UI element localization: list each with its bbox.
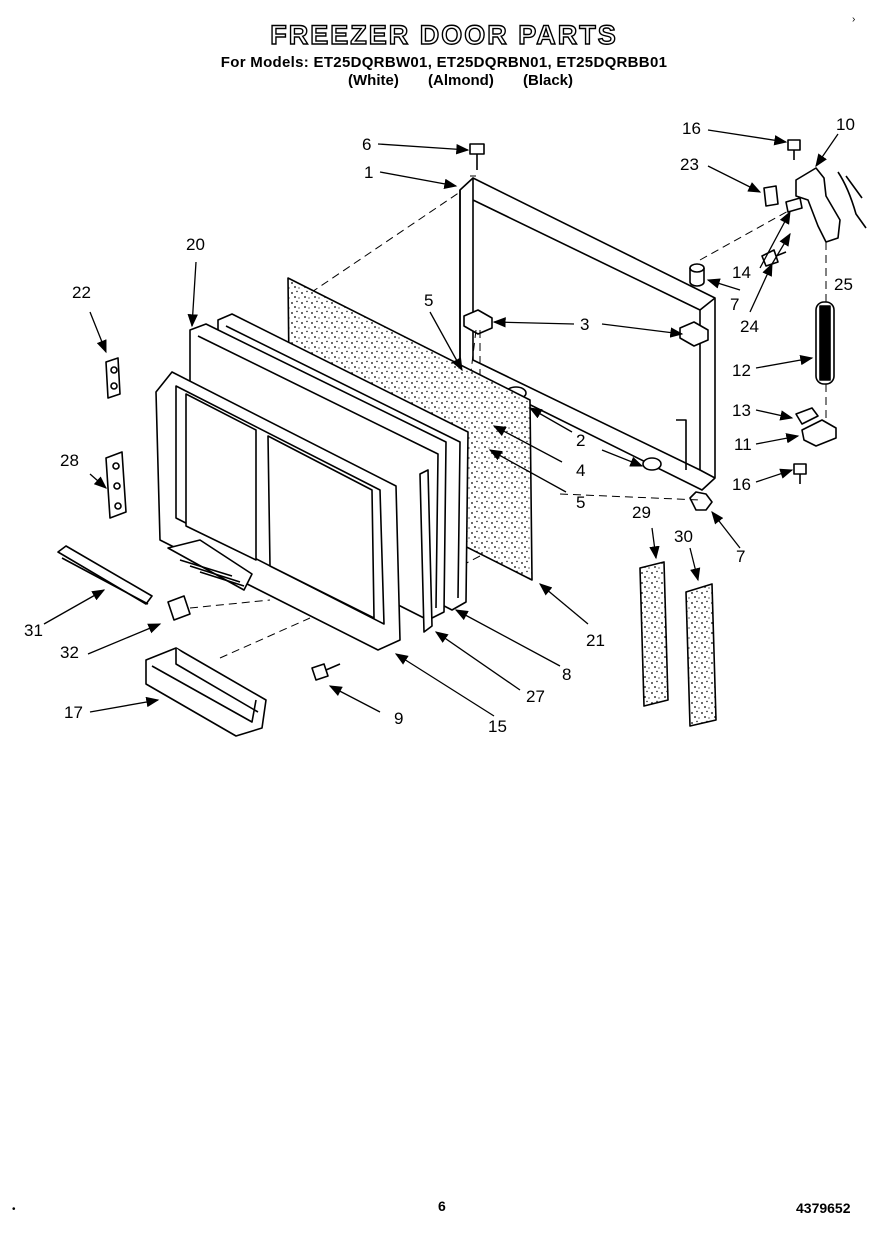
callout-22: 22 — [72, 283, 91, 302]
callout-7-bottom: 7 — [736, 547, 745, 566]
callout-17: 17 — [64, 703, 83, 722]
color-white-label: (White) — [348, 72, 399, 89]
bar-cap-part — [167, 595, 191, 621]
callout-5-top: 5 — [424, 291, 433, 310]
door-liner-part — [155, 371, 401, 651]
callout-4: 4 — [576, 461, 585, 480]
color-almond-label: (Almond) — [428, 72, 494, 89]
callout-16-top: 16 — [682, 119, 701, 138]
shelf-bar-part — [57, 545, 153, 605]
document-number: 4379652 — [796, 1200, 851, 1216]
callout-3: 3 — [580, 315, 589, 334]
callout-14: 14 — [732, 263, 751, 282]
callout-labels: 6 1 16 23 10 25 14 7 24 3 5 20 22 28 2 4… — [24, 115, 855, 736]
hinge-pin-part — [815, 301, 835, 385]
callout-15: 15 — [488, 717, 507, 736]
color-black-label: (Black) — [523, 72, 574, 89]
callout-32: 32 — [60, 643, 79, 662]
hinge-bracket-part — [463, 309, 709, 347]
foam-block-part — [639, 561, 717, 727]
callout-6: 6 — [362, 135, 371, 154]
callout-10: 10 — [836, 115, 855, 134]
callout-23: 23 — [680, 155, 699, 174]
door-bin-part — [145, 647, 267, 737]
callout-24: 24 — [740, 317, 759, 336]
callout-1: 1 — [364, 163, 373, 182]
callout-2: 2 — [576, 431, 585, 450]
callout-21: 21 — [586, 631, 605, 650]
callout-8: 8 — [562, 665, 571, 684]
callout-11: 11 — [734, 435, 752, 454]
top-hinge-part — [763, 167, 841, 243]
callout-5-bottom: 5 — [576, 493, 585, 512]
callout-leaders — [43, 129, 839, 717]
callout-13: 13 — [732, 401, 751, 420]
corner-mark: › — [852, 14, 856, 25]
models-line: For Models: ET25DQRBW01, ET25DQRBN01, ET… — [220, 54, 668, 71]
page-number: 6 — [438, 1198, 446, 1214]
page-title: FREEZER DOOR PARTS — [270, 19, 618, 50]
callout-31: 31 — [24, 621, 43, 640]
breaker-strip-part — [419, 469, 433, 633]
callout-29: 29 — [632, 503, 651, 522]
callout-27: 27 — [526, 687, 545, 706]
callout-25: 25 — [834, 275, 853, 294]
shelf-endcap-part — [105, 357, 127, 519]
callout-30: 30 — [674, 527, 693, 546]
trim-strip-part — [837, 171, 867, 229]
callout-28: 28 — [60, 451, 79, 470]
corner-mark: • — [12, 1204, 16, 1215]
callout-16-bottom: 16 — [732, 475, 751, 494]
callout-12: 12 — [732, 361, 751, 380]
bottom-hinge-part — [795, 407, 837, 447]
callout-9: 9 — [394, 709, 403, 728]
callout-20: 20 — [186, 235, 205, 254]
callout-7-top: 7 — [730, 295, 739, 314]
